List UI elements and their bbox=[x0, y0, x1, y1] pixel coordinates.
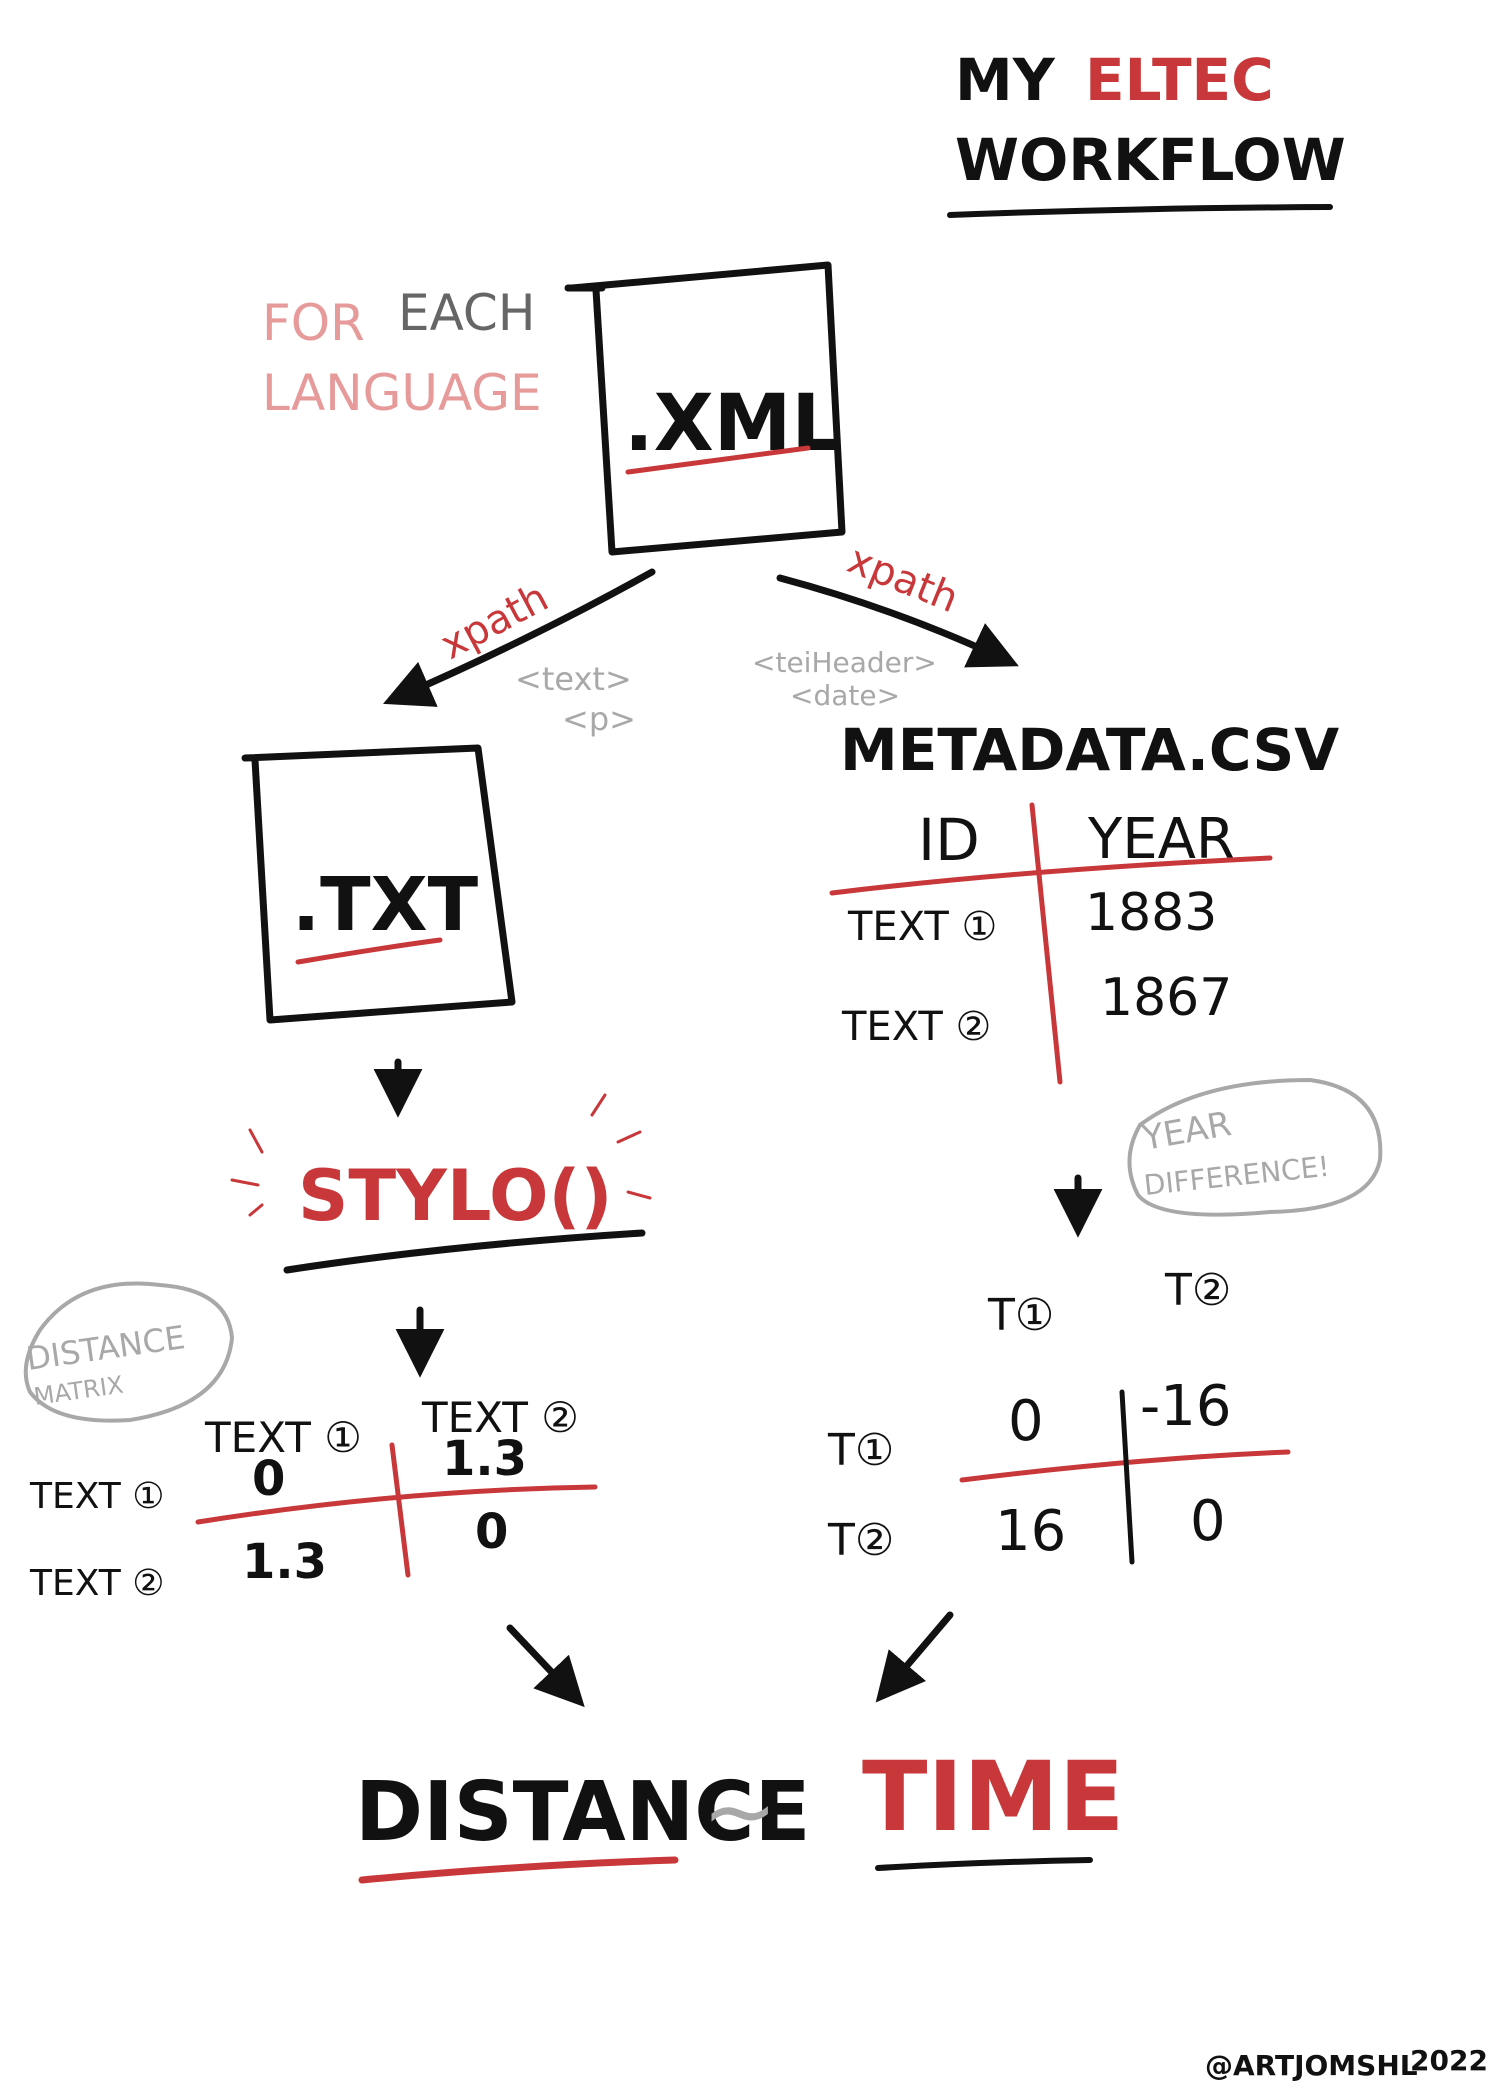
ym-col-header: T① bbox=[987, 1290, 1054, 1341]
md-row-id: TEXT ② bbox=[841, 1004, 991, 1050]
time-underline bbox=[875, 1857, 1093, 1871]
metadata-label: METADATA.CSV bbox=[840, 716, 1339, 784]
txt-underline bbox=[295, 937, 443, 965]
distance-underline bbox=[358, 1856, 679, 1884]
md-h-rule bbox=[829, 855, 1273, 896]
credit: @ARTJOMSHL 2022 bbox=[1205, 2044, 1488, 2082]
dm-cell: 0 bbox=[475, 1504, 508, 1560]
txt-file: .TXT bbox=[241, 744, 516, 1024]
burst-line bbox=[248, 1203, 264, 1217]
bubble-difference: DIFFERENCE! bbox=[1142, 1150, 1331, 1202]
result-time: TIME bbox=[862, 1741, 1124, 1853]
title-workflow: WORKFLOW bbox=[955, 126, 1346, 194]
tag-date: <date> bbox=[790, 679, 900, 712]
xml-label: .XML bbox=[624, 379, 841, 469]
title-accent: ELTEC bbox=[1085, 46, 1274, 114]
txt-box bbox=[241, 744, 516, 1024]
scope-for: FOR bbox=[262, 294, 365, 352]
ym-v-rule bbox=[1119, 1389, 1135, 1565]
arrow-matrix-to-time bbox=[875, 1611, 954, 1703]
xml-box bbox=[568, 261, 846, 556]
ym-cell: -16 bbox=[1140, 1374, 1231, 1439]
title-underline bbox=[947, 204, 1333, 218]
credit-handle: @ARTJOMSHL bbox=[1205, 2049, 1418, 2082]
md-row-year: 1883 bbox=[1085, 883, 1217, 943]
arrow-xml-to-txt bbox=[383, 568, 656, 707]
result: DISTANCE ~ TIME bbox=[355, 1741, 1124, 1884]
arrow-xml-to-metadata bbox=[776, 574, 1019, 668]
credit-year: 2022 bbox=[1410, 2044, 1488, 2077]
year-difference-bubble: YEAR DIFFERENCE! bbox=[1127, 1078, 1383, 1217]
dm-cell: 1.3 bbox=[242, 1534, 327, 1590]
ym-h-rule bbox=[959, 1449, 1291, 1483]
bubble-outline bbox=[1127, 1078, 1383, 1217]
scope-label: FOR EACH LANGUAGE bbox=[262, 284, 542, 422]
tag-p: <p> bbox=[562, 700, 636, 738]
dm-cell: 1.3 bbox=[442, 1431, 527, 1487]
xml-file: .XML bbox=[564, 261, 846, 556]
bubble-matrix: MATRIX bbox=[32, 1371, 125, 1411]
arrow-matrix-to-distance bbox=[506, 1624, 585, 1708]
dm-row-header: TEXT ① bbox=[29, 1476, 164, 1517]
burst-line bbox=[616, 1130, 642, 1144]
tag-text: <text> bbox=[515, 660, 632, 698]
dm-v-rule bbox=[389, 1442, 411, 1578]
dm-cell: 0 bbox=[252, 1451, 285, 1507]
result-distance: DISTANCE bbox=[355, 1765, 810, 1860]
md-header-id: ID bbox=[918, 806, 980, 874]
burst-line bbox=[230, 1178, 260, 1187]
stylo-underline bbox=[283, 1229, 646, 1274]
distance-matrix-bubble: DISTANCE MATRIX bbox=[23, 1281, 234, 1423]
bubble-year: YEAR bbox=[1139, 1104, 1235, 1159]
stylo-label: STYLO() bbox=[298, 1155, 612, 1237]
burst-line bbox=[626, 1190, 652, 1200]
dm-row-header: TEXT ② bbox=[29, 1563, 164, 1604]
metadata-table: ID YEAR TEXT ① 1883 TEXT ② 1867 bbox=[829, 802, 1273, 1085]
distance-matrix: TEXT ① TEXT ② TEXT ① TEXT ② 0 1.3 1.3 0 bbox=[29, 1393, 598, 1604]
scope-each: EACH bbox=[398, 284, 535, 342]
md-v-rule bbox=[1029, 802, 1063, 1085]
ym-col-header: T② bbox=[1164, 1265, 1231, 1316]
ym-row-header: T① bbox=[827, 1425, 894, 1476]
result-relation: ~ bbox=[702, 1759, 777, 1864]
dm-col-header: TEXT ① bbox=[204, 1413, 362, 1462]
xpath-right-label: xpath bbox=[841, 537, 964, 623]
bubble-distance: DISTANCE bbox=[24, 1318, 188, 1378]
bubble-outline bbox=[23, 1281, 234, 1423]
txt-label: .TXT bbox=[292, 862, 479, 948]
scope-language: LANGUAGE bbox=[262, 364, 542, 422]
metadata-file: METADATA.CSV bbox=[840, 716, 1339, 784]
dm-col-header: TEXT ② bbox=[421, 1393, 579, 1442]
tag-teiheader: <teiHeader> bbox=[752, 646, 937, 679]
burst-line bbox=[590, 1093, 607, 1117]
title-prefix: MY bbox=[955, 46, 1056, 114]
xml-underline bbox=[625, 445, 811, 475]
title: MY ELTEC WORKFLOW bbox=[947, 46, 1346, 218]
ym-cell: 0 bbox=[1190, 1489, 1226, 1554]
ym-row-header: T② bbox=[827, 1515, 894, 1566]
year-matrix: T① T② T① T② 0 -16 16 0 bbox=[827, 1265, 1291, 1566]
md-row-year: 1867 bbox=[1100, 968, 1232, 1028]
ym-cell: 0 bbox=[1008, 1389, 1044, 1454]
burst-line bbox=[248, 1128, 264, 1154]
md-row-id: TEXT ① bbox=[847, 904, 997, 950]
ym-cell: 16 bbox=[995, 1499, 1066, 1564]
stylo-step: STYLO() bbox=[230, 1093, 652, 1274]
